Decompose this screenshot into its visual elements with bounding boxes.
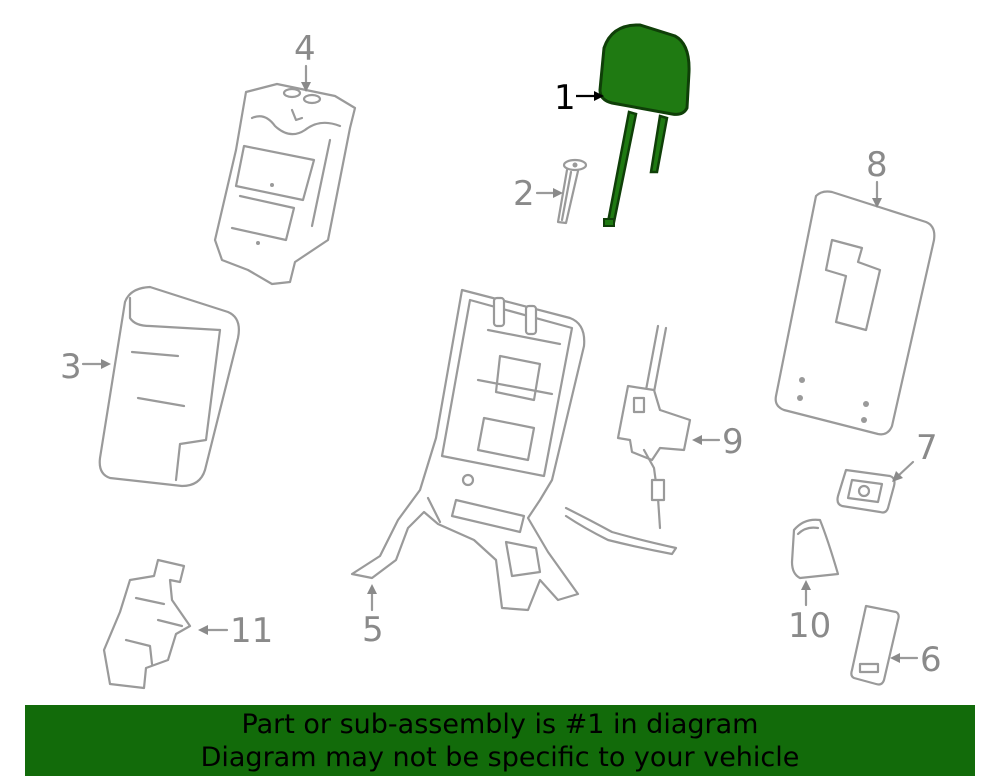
svg-text:7: 7 [916, 428, 938, 468]
svg-text:4: 4 [294, 29, 316, 69]
part-3-cushion[interactable] [98, 285, 240, 488]
part-5-frame[interactable] [350, 288, 586, 612]
svg-text:1: 1 [554, 78, 576, 118]
callout-5: 5 [362, 584, 384, 650]
part-7-button[interactable] [836, 468, 896, 514]
svg-text:3: 3 [60, 347, 82, 387]
part-10-cover[interactable] [790, 518, 840, 580]
part-4-panel[interactable] [213, 82, 357, 286]
callout-8: 8 [866, 145, 888, 208]
callout-10: 10 [788, 580, 831, 646]
callout-6: 6 [890, 640, 942, 680]
callout-3: 3 [60, 347, 111, 387]
svg-text:6: 6 [920, 640, 942, 680]
part-6-cover-plate[interactable] [850, 604, 900, 686]
svg-text:9: 9 [722, 422, 744, 462]
part-8-trim-panel[interactable] [774, 190, 936, 436]
svg-text:10: 10 [788, 606, 831, 646]
part-1-headrest[interactable] [598, 23, 691, 227]
part-11-bracket[interactable] [102, 558, 192, 690]
callout-9: 9 [692, 422, 744, 462]
banner-line-1: Part or sub-assembly is #1 in diagram [241, 708, 759, 740]
callout-1: 1 [554, 78, 604, 118]
callout-4: 4 [294, 29, 316, 92]
callout-7: 7 [892, 428, 938, 482]
svg-text:2: 2 [513, 174, 535, 214]
svg-text:8: 8 [866, 145, 888, 185]
diagram-canvas: 1 2 4 3 [60, 23, 942, 690]
banner-line-2: Diagram may not be specific to your vehi… [200, 741, 800, 773]
callout-11: 11 [198, 611, 273, 651]
svg-text:11: 11 [230, 611, 273, 651]
info-banner: Part or sub-assembly is #1 in diagram Di… [25, 705, 975, 776]
part-2-guide[interactable] [556, 158, 588, 225]
part-9-latch[interactable] [564, 324, 692, 556]
svg-text:5: 5 [362, 610, 384, 650]
callout-2: 2 [513, 174, 563, 214]
